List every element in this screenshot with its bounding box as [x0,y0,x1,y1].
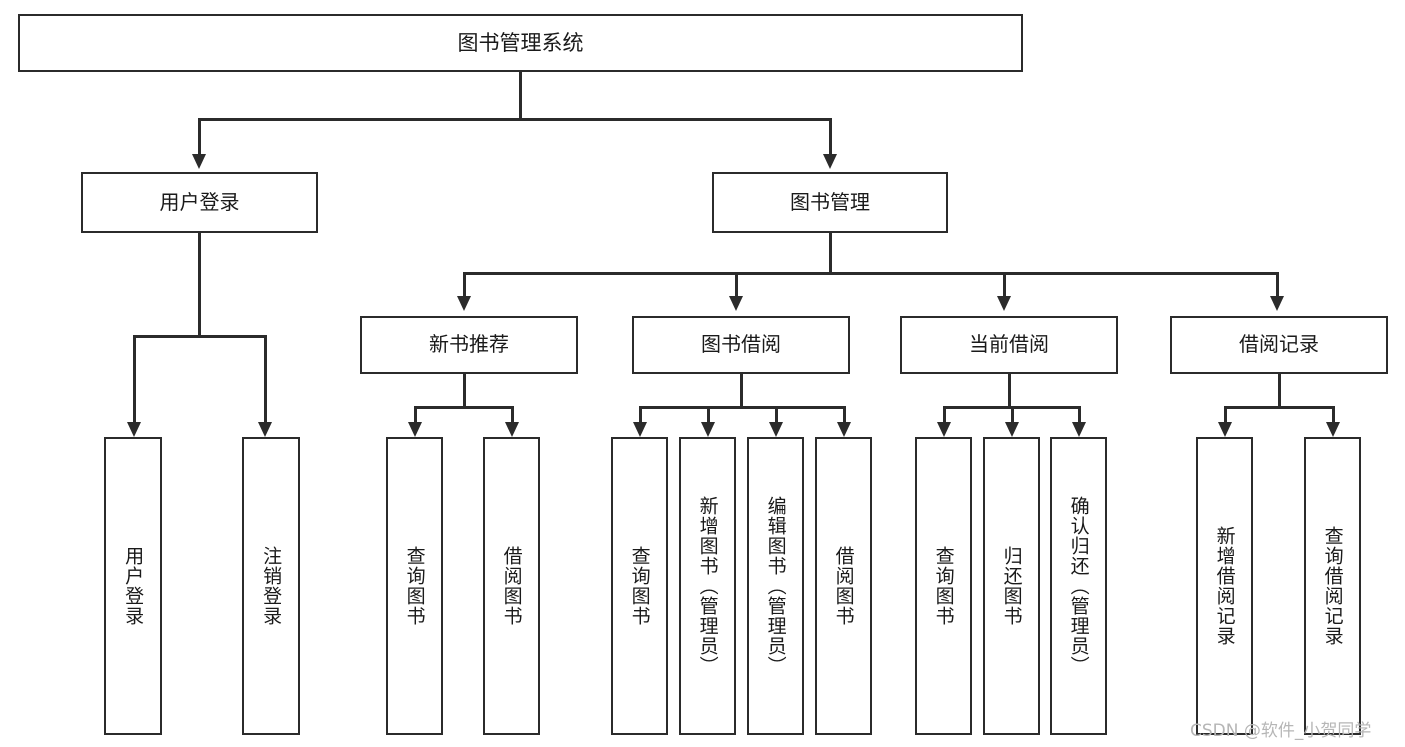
connector-drop-to-user-login [198,118,201,154]
connector-root-stem [519,72,522,118]
arrowhead-borrow-record-leaf-1 [1326,422,1340,437]
connector-drop-new-book-leaf-0 [414,406,417,422]
arrowhead-user-login-leaf-1 [258,422,272,437]
leaf-borrow-record-add-record[interactable]: 新增借阅记录 [1196,437,1253,735]
leaf-borrow-record-query-record[interactable]: 查询借阅记录 [1304,437,1361,735]
arrowhead-user-login [192,154,206,169]
node-label: 查询图书 [628,546,651,626]
arrowhead-current-borrow [997,296,1011,311]
connector-drop-new-book-leaf-1 [511,406,514,422]
leaf-current-borrow-return-books[interactable]: 归还图书 [983,437,1040,735]
node-label: 借阅图书 [500,546,523,626]
leaf-new-book-query-books[interactable]: 查询图书 [386,437,443,735]
connector-drop-borrow-record-leaf-1 [1332,406,1335,422]
leaf-user-login-logout[interactable]: 注销登录 [242,437,300,735]
connector-drop-book-borrow-leaf-3 [843,406,846,422]
connector-drop-current-borrow-leaf-1 [1011,406,1014,422]
csdn-watermark: CSDN @软件_小贺同学 [1190,721,1372,741]
arrowhead-book-management [823,154,837,169]
connector-drop-book-borrow-leaf-2 [775,406,778,422]
node-label: 图书借阅 [701,332,781,357]
connector-borrow-record-stem [1278,374,1281,406]
arrowhead-book-borrow-leaf-3 [837,422,851,437]
connector-user-login-bus [133,335,264,338]
connector-drop-borrow-record [1276,272,1279,296]
node-label: 查询图书 [403,546,426,626]
connector-current-borrow-stem [1008,374,1011,406]
arrowhead-book-borrow-leaf-2 [769,422,783,437]
connector-drop-book-borrow [735,272,738,296]
node-label: 归还图书 [1000,546,1023,626]
connector-book-borrow-stem [740,374,743,406]
connector-new-book-recommend-stem [463,374,466,406]
node-book-borrow[interactable]: 图书借阅 [632,316,850,374]
leaf-current-borrow-query-books[interactable]: 查询图书 [915,437,972,735]
node-label: 用户登录 [122,546,145,626]
node-label: 图书管理系统 [457,30,584,55]
connector-user-login-stem [198,233,201,335]
node-label: 查询借阅记录 [1321,526,1344,646]
connector-new-book-recommend-bus [414,406,513,409]
node-new-book-recommend[interactable]: 新书推荐 [360,316,578,374]
node-borrow-record[interactable]: 借阅记录 [1170,316,1388,374]
connector-drop-current-borrow [1003,272,1006,296]
leaf-current-borrow-confirm-return-admin[interactable]: 确认归还（管理员） [1050,437,1107,735]
leaf-user-login-login[interactable]: 用户登录 [104,437,162,735]
node-label: 新增借阅记录 [1213,526,1236,646]
connector-drop-current-borrow-leaf-2 [1078,406,1081,422]
arrowhead-borrow-record [1270,296,1284,311]
node-label: 新增图书（管理员） [696,496,719,676]
arrowhead-book-borrow-leaf-0 [633,422,647,437]
connector-book-borrow-bus [639,406,845,409]
node-label: 用户登录 [159,189,240,214]
node-label: 新书推荐 [429,332,509,357]
connector-drop-book-borrow-leaf-0 [639,406,642,422]
connector-drop-to-book-management [829,118,832,154]
connector-drop-user-login-leaf-0 [133,335,136,422]
arrowhead-borrow-record-leaf-0 [1218,422,1232,437]
arrowhead-book-borrow-leaf-1 [701,422,715,437]
connector-borrow-record-bus [1224,406,1334,409]
arrowhead-new-book-recommend [457,296,471,311]
node-book-management[interactable]: 图书管理 [712,172,948,233]
node-user-login[interactable]: 用户登录 [81,172,318,233]
node-label: 当前借阅 [969,332,1049,357]
leaf-book-borrow-borrow-books[interactable]: 借阅图书 [815,437,872,735]
node-label: 确认归还（管理员） [1067,496,1090,676]
arrowhead-current-borrow-leaf-0 [937,422,951,437]
leaf-book-borrow-add-book-admin[interactable]: 新增图书（管理员） [679,437,736,735]
node-label: 借阅记录 [1239,332,1319,357]
connector-drop-borrow-record-leaf-0 [1224,406,1227,422]
node-label: 编辑图书（管理员） [764,496,787,676]
connector-drop-new-book-recommend [463,272,466,296]
arrowhead-new-book-leaf-0 [408,422,422,437]
connector-level1-bus [198,118,832,121]
arrowhead-user-login-leaf-0 [127,422,141,437]
leaf-new-book-borrow-books[interactable]: 借阅图书 [483,437,540,735]
arrowhead-current-borrow-leaf-1 [1005,422,1019,437]
arrowhead-new-book-leaf-1 [505,422,519,437]
connector-book-management-stem [829,233,832,272]
node-label: 图书管理 [790,189,870,214]
connector-level2-bus [463,272,1279,275]
arrowhead-book-borrow [729,296,743,311]
connector-drop-current-borrow-leaf-0 [943,406,946,422]
leaf-book-borrow-edit-book-admin[interactable]: 编辑图书（管理员） [747,437,804,735]
connector-drop-book-borrow-leaf-1 [707,406,710,422]
node-label: 查询图书 [932,546,955,626]
connector-drop-user-login-leaf-1 [264,335,267,422]
leaf-book-borrow-query-books[interactable]: 查询图书 [611,437,668,735]
node-root-book-management-system[interactable]: 图书管理系统 [18,14,1023,72]
node-label: 注销登录 [260,546,283,626]
node-label: 借阅图书 [832,546,855,626]
arrowhead-current-borrow-leaf-2 [1072,422,1086,437]
node-current-borrow[interactable]: 当前借阅 [900,316,1118,374]
